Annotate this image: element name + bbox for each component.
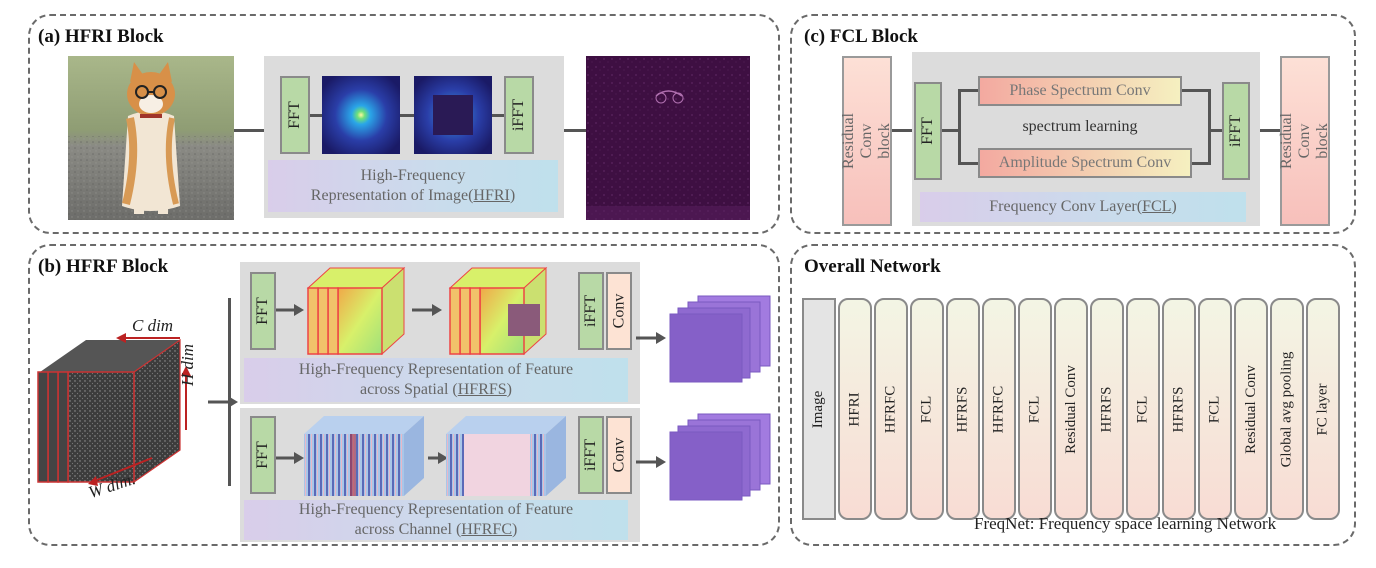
hfrfc-fft-box: FFT — [250, 416, 276, 494]
spatial-arrow-out — [636, 332, 666, 344]
network-layer-residual-conv-1: Residual Conv — [1054, 298, 1088, 520]
cat-photo — [68, 56, 234, 220]
channel-arrow-out — [636, 456, 666, 468]
network-layer-fcl-1: FCL — [910, 298, 944, 520]
amplitude-spectrum-conv: Amplitude Spectrum Conv — [978, 148, 1192, 178]
network-layer-fcl-4: FCL — [1198, 298, 1232, 520]
spatial-arrow-1 — [276, 304, 304, 316]
network-layer-fcl-2: FCL — [1018, 298, 1052, 520]
hfrfs-caption: High-Frequency Representation of Feature… — [244, 358, 628, 402]
panel-fcl — [790, 14, 1356, 234]
fft-spectrum-image — [322, 76, 400, 154]
freqnet-caption: FreqNet: Frequency space learning Networ… — [974, 514, 1277, 533]
hfri-fft-box: FFT — [280, 76, 310, 154]
network-layer-hfri: HFRI — [838, 298, 872, 520]
masked-spectrum-image — [414, 76, 492, 154]
channel-masked-spectrum — [446, 416, 566, 496]
hfri-caption: High-Frequency Representation of Image(H… — [268, 160, 558, 212]
fcl-ifft-box: iFFT — [1222, 82, 1250, 180]
panel-overall-network — [790, 244, 1356, 546]
panel-fcl-title: (c) FCL Block — [804, 26, 918, 47]
hfrfs-output-maps — [669, 295, 771, 383]
panel-hfri-title: (a) HFRI Block — [38, 26, 164, 47]
network-layer-global-avg-pooling: Global avg pooling — [1270, 298, 1304, 520]
channel-arrow-2 — [428, 452, 448, 464]
spatial-arrow-2 — [412, 304, 442, 316]
phase-spectrum-conv: Phase Spectrum Conv — [978, 76, 1182, 106]
hfri-ifft-box: iFFT — [504, 76, 534, 154]
network-layer-hfrfs-1: HFRFS — [946, 298, 980, 520]
split-arrow — [208, 396, 238, 408]
hfrfs-ifft-box: iFFT — [578, 272, 604, 350]
panel-hfri — [28, 14, 780, 234]
h-dim-label: H dim — [178, 343, 197, 386]
feature-map-stack — [37, 333, 191, 486]
fcl-residual-left: Residual Conv block — [840, 56, 893, 226]
network-layer-hfrfc-2: HFRFC — [982, 298, 1016, 520]
c-dim-label: C dim — [132, 316, 174, 335]
fcl-residual-right: Residual Conv block — [1278, 56, 1331, 226]
hfrfc-output-maps — [669, 413, 771, 501]
channel-feature-spectrum — [304, 416, 424, 496]
spatial-feature-spectrum — [306, 266, 406, 356]
fcl-caption: Frequency Conv Layer(FCL) — [920, 192, 1246, 222]
fcl-fft-box: FFT — [914, 82, 942, 180]
network-layer-residual-conv-2: Residual Conv — [1234, 298, 1268, 520]
hfrfc-caption: High-Frequency Representation of Feature… — [244, 500, 628, 540]
network-layer-image: Image — [802, 298, 836, 520]
spectrum-learning-label: spectrum learning — [1022, 118, 1138, 135]
channel-arrow-1 — [276, 452, 304, 464]
spatial-masked-spectrum — [448, 266, 548, 356]
hfrfs-fft-box: FFT — [250, 272, 276, 350]
panel-hfrf — [28, 244, 780, 546]
network-layer-fc: FC layer — [1306, 298, 1340, 520]
hfri-output-image — [586, 56, 750, 220]
network-layer-hfrfc-1: HFRFC — [874, 298, 908, 520]
hfrfc-ifft-box: iFFT — [578, 416, 604, 494]
network-layer-hfrfs-3: HFRFS — [1162, 298, 1196, 520]
panel-hfrf-title: (b) HFRF Block — [38, 256, 169, 277]
network-layer-hfrfs-2: HFRFS — [1090, 298, 1124, 520]
network-layer-fcl-3: FCL — [1126, 298, 1160, 520]
hfrfs-conv-box: Conv — [606, 272, 632, 350]
hfrfc-conv-box: Conv — [606, 416, 632, 494]
overall-network-title: Overall Network — [804, 256, 941, 277]
